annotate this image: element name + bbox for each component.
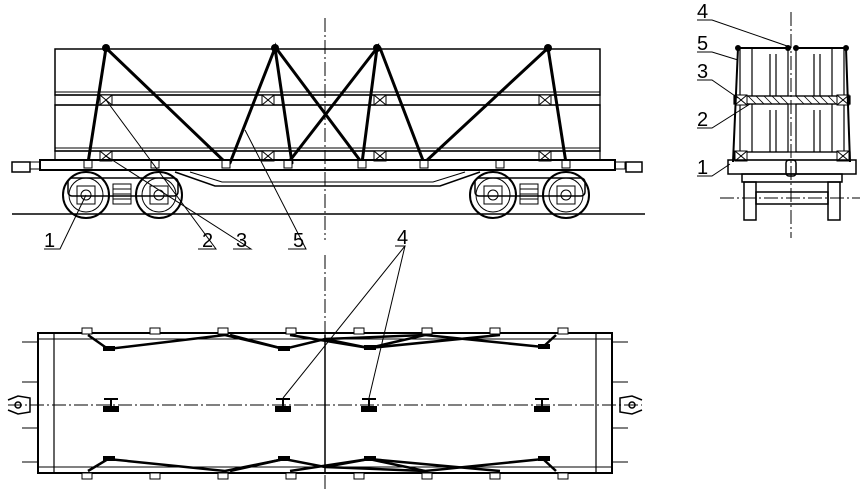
plan-wires-bottom (87, 457, 557, 473)
wire-anchor-points (102, 44, 552, 52)
center-ties (103, 398, 550, 412)
bogie-left (62, 171, 183, 219)
end-cargo-upper (739, 47, 845, 97)
end-bottom-board (733, 151, 851, 161)
stake-pockets-bottom (81, 472, 569, 480)
end-wire-anchors (735, 45, 849, 51)
end-mid-board-pattern (739, 95, 845, 105)
end-leaders (697, 19, 791, 177)
end-mid-board (733, 95, 851, 105)
plan-wires-top (87, 333, 557, 351)
wagon-frame (11, 159, 643, 187)
end-brackets (22, 341, 628, 463)
label-end-3: 3 (697, 61, 708, 83)
bogie-right (469, 171, 590, 219)
plan-clamps (103, 344, 550, 461)
label-end-4: 4 (697, 1, 708, 23)
frame-stakes (83, 159, 571, 169)
coupler-right (619, 395, 643, 415)
label-side-3: 3 (236, 230, 247, 252)
side-view: 1 2 3 5 (11, 18, 645, 252)
label-end-5: 5 (697, 33, 708, 55)
label-side-1: 1 (44, 230, 55, 252)
end-cargo-lower (739, 103, 845, 153)
plan-leaders (282, 245, 407, 399)
end-view: 4 5 3 2 1 (697, 1, 860, 238)
label-top-4: 4 (397, 227, 408, 249)
label-side-2: 2 (202, 230, 213, 252)
plan-view: 4 (7, 227, 643, 490)
label-end-2: 2 (697, 109, 708, 131)
cargo-upper-tier (54, 48, 601, 96)
leader-lines (44, 99, 307, 250)
mid-spacer-board (54, 94, 601, 106)
coupler-left (7, 395, 31, 415)
end-undercarriage (727, 159, 857, 221)
label-end-1: 1 (697, 157, 708, 179)
bottom-spacer-board (54, 150, 601, 161)
label-side-5: 5 (293, 230, 304, 252)
